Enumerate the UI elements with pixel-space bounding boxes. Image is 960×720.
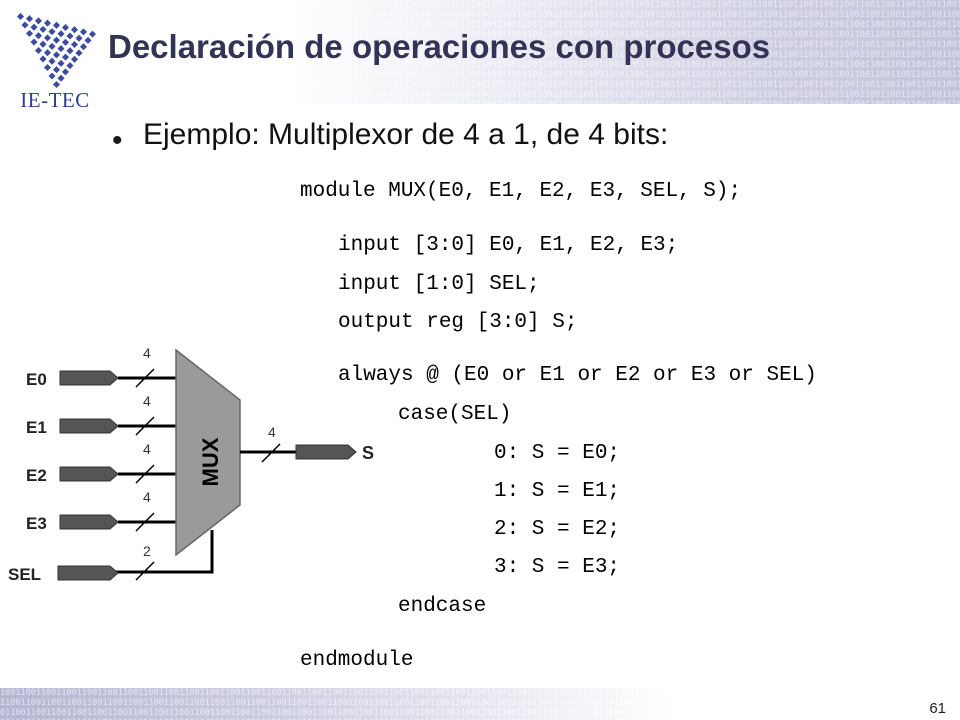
logo-pyramid-icon	[16, 12, 97, 89]
footer-binary-pattern: 1001100110011001100110011001100110011001…	[0, 688, 960, 720]
header-band: 1001100110011001100110011001100110011001…	[0, 0, 960, 104]
mux-diagram: 2 SEL 4E004E114E204E31 MUX 4 S	[8, 345, 374, 584]
sel-bus-width: 2	[143, 543, 151, 559]
logo-dot	[70, 26, 79, 34]
logo-dot	[61, 53, 70, 61]
code-line-inputs: input [3:0] E0, E1, E2, E3;	[338, 234, 679, 257]
logo-dot	[43, 19, 52, 27]
e0-pin	[59, 370, 119, 386]
e1-pin	[59, 418, 119, 434]
sel-label: SEL	[8, 565, 41, 584]
logo-dot	[66, 62, 74, 70]
code-line-output: output reg [3:0] S;	[338, 311, 578, 334]
logo-dot	[34, 17, 43, 25]
e2-bus-width: 4	[143, 441, 151, 457]
e2-label: E2	[26, 466, 47, 485]
logo-dot	[75, 49, 83, 57]
e2-pin	[59, 466, 119, 482]
code-line-case-1: 1: S = E1;	[494, 480, 621, 503]
logo-dot	[70, 40, 79, 49]
logo-dot	[70, 55, 79, 63]
logo-dot	[57, 59, 65, 67]
code-line-module: module MUX(E0, E1, E2, E3, SEL, S);	[300, 180, 742, 203]
mux-inputs: 4E004E114E204E31	[26, 345, 196, 533]
logo-dot	[57, 30, 65, 38]
logo-dot	[52, 80, 61, 89]
sel-pin	[57, 565, 119, 581]
sel-bus-slash	[135, 561, 155, 581]
logo-dot	[34, 46, 43, 55]
logo-dot	[52, 36, 61, 44]
logo-dot	[43, 34, 52, 42]
bullet-marker: •	[112, 124, 123, 157]
logo-dot	[52, 51, 61, 59]
e2-bus-slash	[135, 464, 155, 484]
logo-dot	[61, 68, 70, 76]
footer-gradient	[0, 688, 960, 720]
output-bus-slash	[261, 443, 281, 463]
e0-bus-slash	[135, 368, 155, 388]
logo-dot	[43, 49, 52, 57]
code-line-endcase: endcase	[398, 595, 487, 618]
logo-dot	[21, 21, 29, 29]
logo-dot	[48, 72, 56, 80]
logo-dot	[48, 57, 56, 65]
bullet-text: Ejemplo: Multiplexor de 4 a 1, de 4 bits…	[143, 118, 669, 151]
code-line-case: case(SEL)	[398, 403, 512, 426]
output-label: S	[362, 443, 374, 463]
logo-dot	[61, 38, 70, 46]
logo-dot	[25, 29, 34, 38]
logo-dot	[25, 15, 34, 23]
logo-dot	[84, 36, 92, 44]
code-line-always: always @ (E0 or E1 or E2 or E3 or SEL)	[338, 364, 817, 387]
code-line-case-3: 3: S = E3;	[494, 556, 621, 579]
output-pin	[295, 444, 357, 460]
code-line-endmodule: endmodule	[300, 649, 414, 672]
e3-bus-width: 4	[143, 489, 151, 505]
e1-label: E1	[26, 418, 47, 437]
logo-dot	[43, 63, 52, 72]
e0-label: E0	[26, 370, 47, 389]
mux-label: MUX	[198, 437, 223, 486]
logo-dot	[48, 28, 56, 36]
slide-title: Declaración de operaciones con procesos	[108, 28, 771, 65]
logo-dot	[52, 66, 61, 74]
mux-body	[175, 348, 241, 557]
e0-bus-width: 4	[143, 345, 151, 361]
logo-dot	[57, 45, 65, 53]
logo-dot	[66, 32, 74, 40]
logo-dot	[30, 38, 38, 46]
page-number: 61	[929, 700, 946, 717]
logo-dot	[57, 74, 65, 82]
logo-dot	[39, 25, 47, 33]
header-gradient	[0, 0, 960, 104]
code-line-case-2: 2: S = E2;	[494, 518, 621, 541]
code-line-sel-input: input [1:0] SEL;	[338, 273, 540, 296]
logo-dot	[39, 40, 47, 48]
logo-dot	[34, 32, 43, 40]
e3-bus-slash	[135, 512, 155, 532]
ie-tec-logo	[16, 12, 97, 89]
logo-dot	[30, 23, 38, 31]
code-line-case-0: 0: S = E0;	[494, 442, 621, 465]
output-bus-width: 4	[268, 424, 276, 440]
logo-dot	[75, 34, 83, 42]
e3-label: E3	[26, 514, 47, 533]
e1-bus-width: 4	[143, 393, 151, 409]
e3-pin	[59, 514, 119, 530]
e1-bus-slash	[135, 416, 155, 436]
logo-text: IE-TEC	[20, 88, 90, 112]
logo-dot	[52, 21, 61, 29]
logo-dot	[39, 55, 47, 63]
logo-dot	[61, 23, 70, 32]
logo-dot	[16, 12, 25, 21]
footer-band: 1001100110011001100110011001100110011001…	[0, 688, 960, 720]
header-binary-pattern: 1001100110011001100110011001100110011001…	[0, 0, 960, 104]
logo-dot	[66, 47, 74, 55]
logo-dot	[79, 43, 88, 51]
sel-wire	[112, 530, 214, 574]
logo-dot	[79, 28, 88, 36]
logo-dot	[48, 42, 56, 50]
logo-dot	[88, 30, 97, 38]
